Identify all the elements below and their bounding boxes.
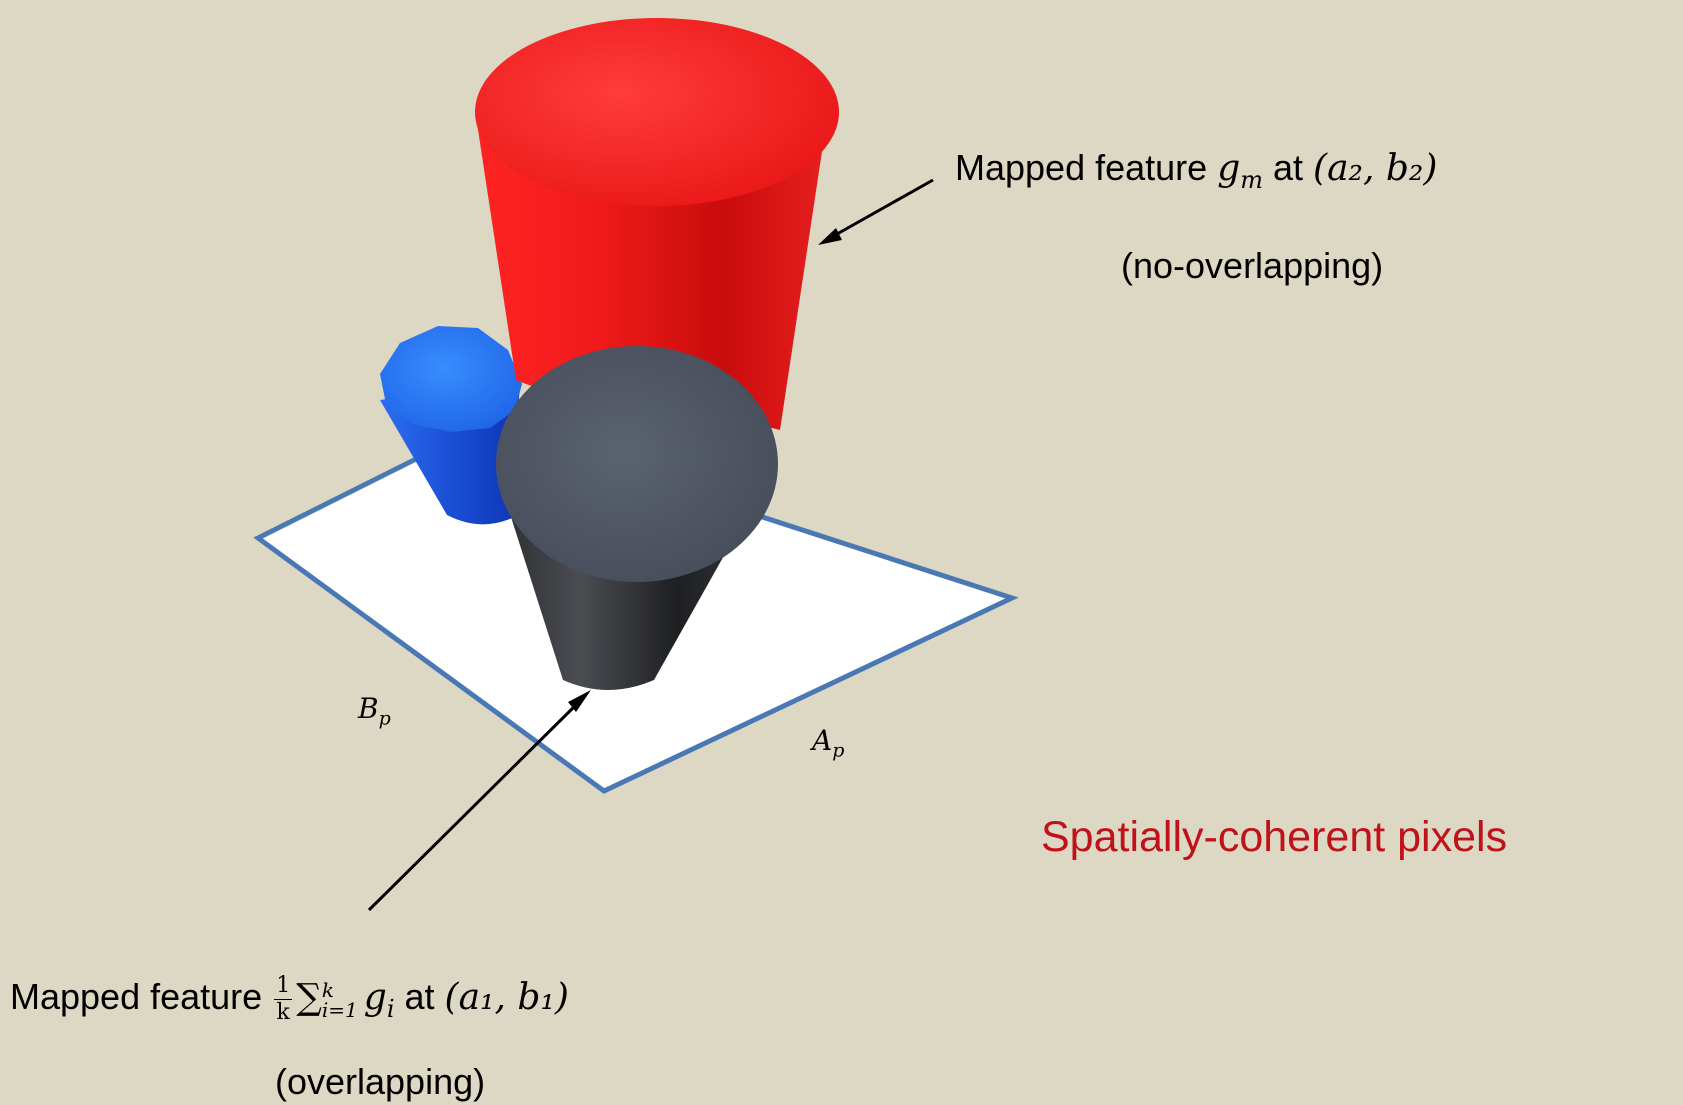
top-feature-note: (no-overlapping) (1121, 245, 1384, 286)
bottom-feature-note: (overlapping) (275, 1061, 486, 1102)
arrow-to-dark-cylinder (367, 690, 591, 912)
top-feature-label: Mapped feature gm at (a₂, b₂) (955, 147, 1438, 195)
red-cylinder (475, 18, 839, 430)
diagram-title: Spatially-coherent pixels (1041, 813, 1508, 861)
blue-cylinder (380, 326, 522, 525)
axis-label-b: Bp (358, 692, 391, 730)
dark-cylinder (496, 346, 778, 690)
arrow-to-red-cylinder (818, 178, 934, 245)
axis-label-a: Ap (812, 724, 845, 762)
